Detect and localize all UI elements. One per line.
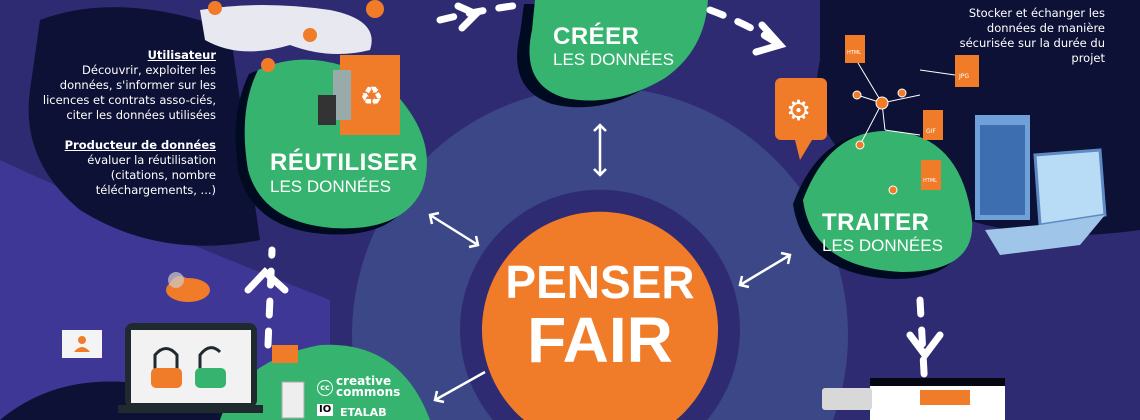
- user-window-icon: [62, 330, 102, 358]
- file-label: GIF: [926, 128, 936, 135]
- folder-icon: [272, 345, 298, 363]
- creer-title: CRÉER: [553, 23, 640, 50]
- reuse-panel-bg: [28, 7, 260, 246]
- svg-text:♻: ♻: [360, 82, 383, 112]
- center-circle: [482, 211, 718, 420]
- user-text: Découvrir, exploiter les données, s'info…: [42, 63, 216, 122]
- dashboard-icon: [822, 378, 1005, 420]
- center-title-line1: PENSER: [505, 256, 695, 308]
- cloud-icon: [166, 272, 210, 302]
- documents-icon: [281, 381, 305, 419]
- world-map-icon: [200, 0, 384, 72]
- file-icons: [845, 35, 979, 190]
- double-arrows: [428, 123, 792, 404]
- laptop-icon: [985, 148, 1107, 255]
- creer-blob: [529, 0, 708, 101]
- producer-heading: Producteur de données: [64, 138, 216, 152]
- reuse-description: Utilisateur Découvrir, exploiter les don…: [28, 48, 216, 198]
- creative-commons-logo-icon: cc: [317, 380, 333, 396]
- svg-text:⚙: ⚙: [786, 94, 811, 127]
- file-label: JPG: [959, 73, 970, 80]
- center-title-line2: FAIR: [527, 304, 673, 376]
- etalab-label: ETALAB: [340, 406, 387, 419]
- server-icon: [975, 115, 1030, 220]
- settings-bubble-icon: ⚙: [775, 78, 827, 160]
- traiter-subtitle: LES DONNÉES: [822, 236, 943, 255]
- reutiliser-subtitle: LES DONNÉES: [270, 177, 391, 196]
- traiter-title: TRAITER: [822, 209, 930, 236]
- etalab-logo-icon: IO: [317, 404, 334, 416]
- creer-subtitle: LES DONNÉES: [553, 50, 674, 69]
- file-label: HTML: [923, 178, 937, 184]
- store-description: Stocker et échanger les données de maniè…: [959, 6, 1105, 65]
- reutiliser-title: RÉUTILISER: [270, 149, 418, 176]
- file-label: HTML: [847, 50, 861, 56]
- laptop-locks-icon: [118, 323, 263, 413]
- arrow-heads: [244, 2, 944, 361]
- creative-commons-label: creative commons: [336, 374, 401, 399]
- recycle-folder-icon: ♻: [318, 55, 400, 135]
- user-heading: Utilisateur: [147, 48, 216, 62]
- producer-text: évaluer la réutilisation (citations, nom…: [87, 153, 216, 197]
